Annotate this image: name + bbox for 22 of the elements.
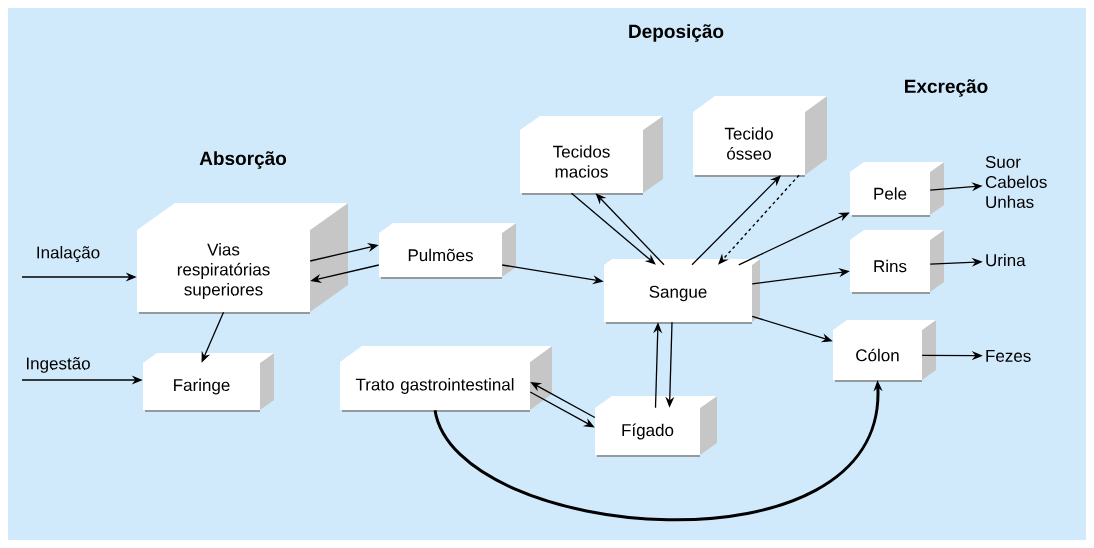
arrow — [691, 175, 781, 266]
output-text: Fezes — [986, 350, 1031, 362]
box: Tecido ósseo — [693, 96, 827, 177]
box: Trato gastrointestinal — [340, 346, 552, 412]
section-heading: Deposição — [629, 24, 724, 42]
box: Rins — [850, 230, 944, 294]
box: Pulmões — [379, 223, 516, 279]
box: Tecidos macios — [520, 116, 663, 195]
box: Sangue — [604, 259, 760, 324]
output-text: Urina — [986, 253, 1026, 267]
edge-label: Inalação — [34, 245, 102, 263]
arrow — [718, 174, 800, 265]
box: Cólon — [833, 320, 936, 382]
output-text: Suor Cabelos Unhas — [985, 155, 1047, 208]
arrow — [570, 192, 656, 265]
edge-label: Ingestão — [24, 356, 92, 374]
box: Fígado — [595, 396, 717, 457]
section-heading: Excreção — [905, 79, 988, 97]
box: Faringe — [143, 353, 274, 412]
box: Pele — [850, 162, 944, 217]
section-heading: Absorção — [199, 151, 287, 169]
box: Vias respiratórias superiores — [137, 203, 348, 314]
